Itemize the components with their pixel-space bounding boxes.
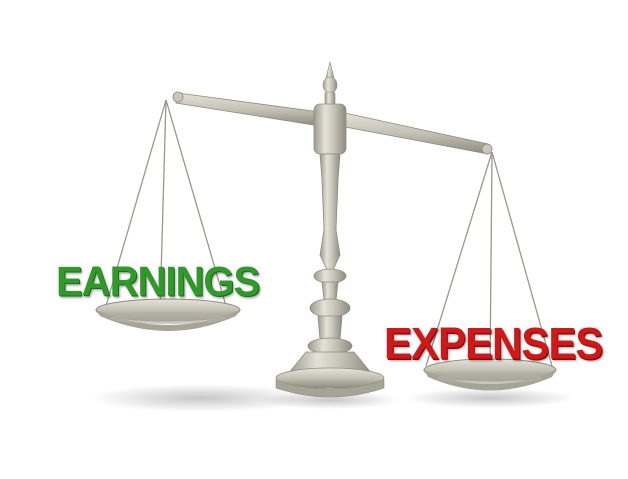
scale-base	[275, 351, 385, 398]
scale-finial	[322, 61, 338, 107]
scale-hub	[313, 103, 347, 155]
left-pan-shadow	[90, 384, 310, 412]
left-pan-strings	[105, 99, 227, 313]
right-pan-shadow	[405, 388, 575, 408]
left-pan	[95, 298, 241, 331]
scale-column	[307, 153, 353, 355]
right-pan-strings	[425, 151, 553, 373]
right-pan	[423, 358, 557, 391]
expenses-label: EXPENSES	[384, 318, 603, 369]
earnings-label: EARNINGS	[56, 258, 260, 306]
scale-beam	[172, 91, 493, 155]
